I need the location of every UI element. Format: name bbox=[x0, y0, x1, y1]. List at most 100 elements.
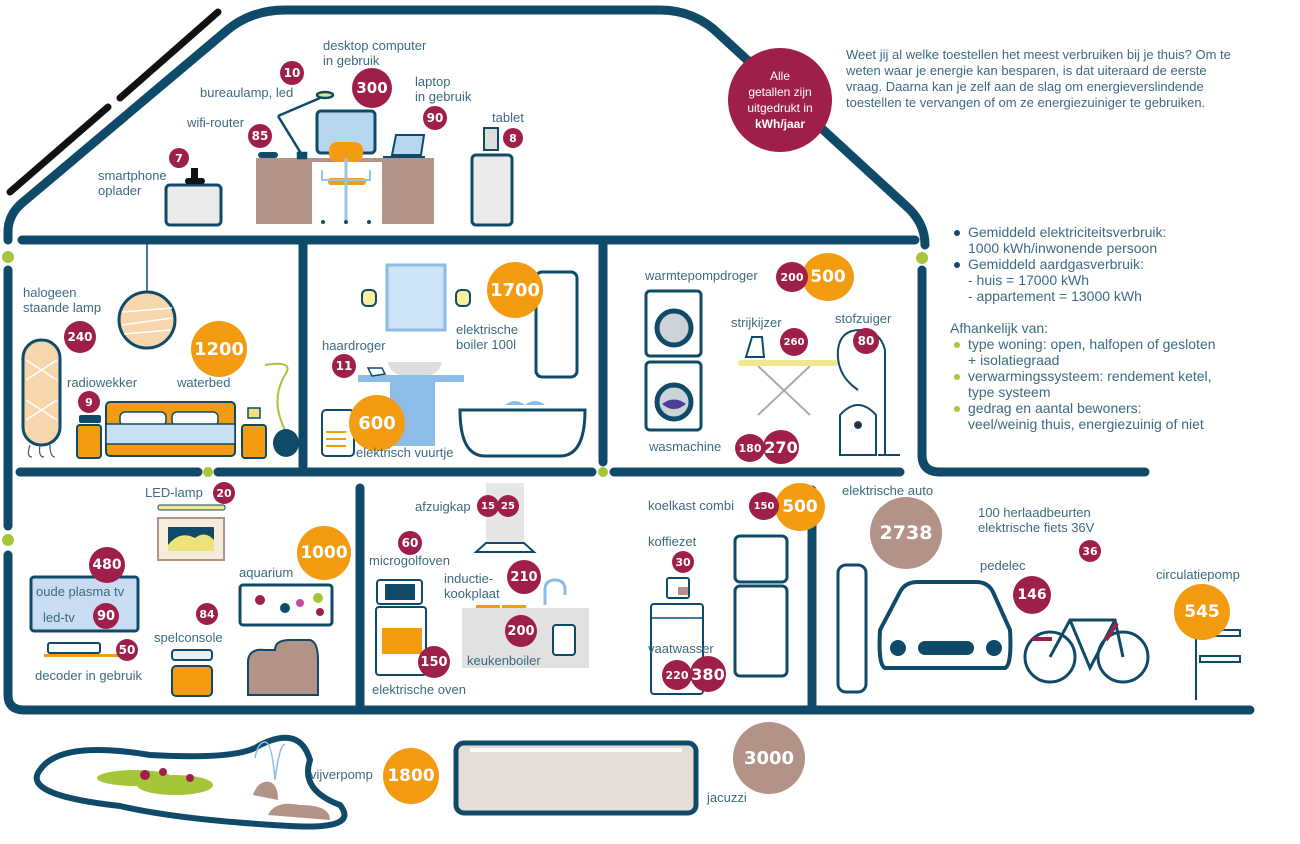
label-pedelec: pedelec bbox=[980, 558, 1026, 573]
badge-koffiezet: 30 bbox=[672, 551, 694, 573]
info-panel: Gemiddeld elektriciteitsverbruik: 1000 k… bbox=[950, 224, 1270, 432]
label-haardroger: haardroger bbox=[322, 338, 386, 353]
label-jacuzzi: jacuzzi bbox=[707, 790, 747, 805]
label-line: halogeen bbox=[23, 285, 77, 300]
units-note-line3: uitgedrukt in bbox=[747, 101, 813, 115]
washing-machine-icon bbox=[644, 360, 703, 432]
label-line: oplader bbox=[98, 183, 142, 198]
depends-item: verwarmingssysteem: rendement ketel,type… bbox=[950, 368, 1270, 400]
label-vuurtje: elektrisch vuurtje bbox=[356, 445, 454, 460]
badge-afzuigkap-high: 25 bbox=[497, 495, 519, 517]
badge-afzuigkap-low: 15 bbox=[477, 495, 499, 517]
label-line: boiler 100l bbox=[456, 337, 516, 352]
decoder-icon bbox=[44, 642, 119, 657]
badge-boiler: 1700 bbox=[487, 262, 543, 318]
dryer-icon bbox=[644, 289, 703, 358]
badge-haardroger: 11 bbox=[332, 354, 356, 378]
badge-halogeen: 240 bbox=[64, 321, 96, 353]
units-note-line1: Alle bbox=[769, 69, 790, 83]
depends-item-line: verwarmingssysteem: rendement ketel, bbox=[968, 368, 1212, 384]
label-wasmachine: wasmachine bbox=[649, 439, 722, 454]
depends-item-line: + isolatiegraad bbox=[968, 352, 1060, 368]
units-note-line2: getallen zijn bbox=[748, 85, 812, 99]
badge-stofzuiger: 80 bbox=[853, 328, 879, 354]
badge-wasmachine-high: 270 bbox=[763, 430, 799, 464]
badge-auto: 2738 bbox=[870, 497, 942, 569]
armchair-icon bbox=[247, 639, 319, 696]
intro-text: Weet jij al welke toestellen het meest v… bbox=[846, 47, 1231, 110]
units-note-badge: Alle getallen zijn uitgedrukt in kWh/jaa… bbox=[728, 48, 832, 152]
badge-oven: 150 bbox=[418, 646, 450, 678]
label-koelkast: koelkast combi bbox=[648, 498, 734, 513]
badge-spelconsole: 84 bbox=[196, 603, 218, 625]
tablet-cabinet-icon bbox=[470, 127, 514, 227]
bathtub-icon bbox=[458, 401, 587, 458]
depends-list: type woning: open, halfopen of gesloten+… bbox=[950, 336, 1270, 432]
waterbed-icon bbox=[105, 401, 236, 457]
ironing-board-icon bbox=[738, 336, 838, 416]
label-wifi-router: wifi-router bbox=[187, 115, 245, 130]
badge-vijverpomp: 1800 bbox=[383, 748, 439, 804]
hair-dryer-icon bbox=[366, 367, 387, 377]
label-circulatiepomp: circulatiepomp bbox=[1156, 567, 1240, 582]
wall-light-icon bbox=[361, 289, 471, 307]
bicycle-icon bbox=[1023, 618, 1150, 684]
oven-icon bbox=[375, 606, 427, 676]
label-line: desktop computer bbox=[323, 38, 427, 53]
badge-keukenboiler: 200 bbox=[505, 615, 537, 647]
label-line: kookplaat bbox=[444, 586, 500, 601]
label-aquarium: aquarium bbox=[239, 565, 294, 580]
halogen-floor-lamp-icon bbox=[21, 338, 62, 458]
label-afzuigkap: afzuigkap bbox=[415, 499, 471, 514]
average-gas-apartment: - appartement = 13000 kWh bbox=[968, 288, 1142, 304]
label-line: inductie- bbox=[444, 571, 494, 586]
badge-smartphone: 7 bbox=[169, 148, 189, 168]
electric-car-icon bbox=[877, 580, 1013, 670]
mirror-icon bbox=[385, 263, 447, 332]
averages-list: Gemiddeld elektriciteitsverbruik: 1000 k… bbox=[950, 224, 1270, 304]
label-ledlamp: LED-lamp bbox=[145, 485, 203, 500]
depends-item: type woning: open, halfopen of gesloten+… bbox=[950, 336, 1270, 368]
label-line: elektrische fiets 36V bbox=[978, 520, 1095, 535]
depends-heading: Afhankelijk van: bbox=[950, 320, 1049, 336]
house-walls bbox=[3, 5, 1255, 715]
label-waterbed: waterbed bbox=[177, 375, 231, 390]
label-line: laptop bbox=[415, 74, 451, 89]
aquarium-icon bbox=[238, 583, 334, 627]
average-gas-house: - huis = 17000 kWh bbox=[968, 272, 1090, 288]
fridge-icon bbox=[733, 534, 789, 678]
label-microgolf: microgolfoven bbox=[369, 553, 450, 568]
game-console-icon bbox=[171, 649, 213, 697]
badge-fiets: 36 bbox=[1079, 540, 1101, 562]
label-keukenboiler: keukenboiler bbox=[467, 653, 541, 668]
label-strijkijzer: strijkijzer bbox=[731, 315, 782, 330]
label-line: in gebruik bbox=[323, 53, 380, 68]
units-note-unit: kWh/jaar bbox=[754, 117, 805, 131]
label-auto: elektrische auto bbox=[842, 483, 934, 498]
average-electricity-value: 1000 kWh/inwonende persoon bbox=[968, 240, 1158, 256]
badge-aquarium: 1000 bbox=[297, 526, 351, 580]
led-lamp-painting-icon bbox=[157, 504, 226, 561]
label-oven: elektrische oven bbox=[372, 682, 466, 697]
badge-koelkast-high: 500 bbox=[775, 483, 825, 531]
badge-strijkijzer: 260 bbox=[780, 328, 808, 356]
label-koffiezet: koffiezet bbox=[648, 534, 697, 549]
label-line: staande lamp bbox=[23, 300, 102, 315]
plant-vase-icon bbox=[264, 362, 299, 457]
badge-vaatwasser-low: 220 bbox=[662, 660, 692, 690]
depends-item-line: gedrag en aantal bewoners: bbox=[968, 400, 1142, 416]
badge-pedelec: 146 bbox=[1013, 576, 1051, 614]
label-stofzuiger: stofzuiger bbox=[835, 311, 892, 326]
label-vijverpomp: vijverpomp bbox=[310, 767, 373, 782]
badge-radiowekker: 9 bbox=[78, 391, 100, 413]
badge-bureaulamp: 10 bbox=[280, 61, 304, 85]
badge-vaatwasser-high: 380 bbox=[690, 656, 726, 692]
badge-plasma: 480 bbox=[89, 547, 125, 583]
charging-station-icon bbox=[836, 563, 868, 694]
